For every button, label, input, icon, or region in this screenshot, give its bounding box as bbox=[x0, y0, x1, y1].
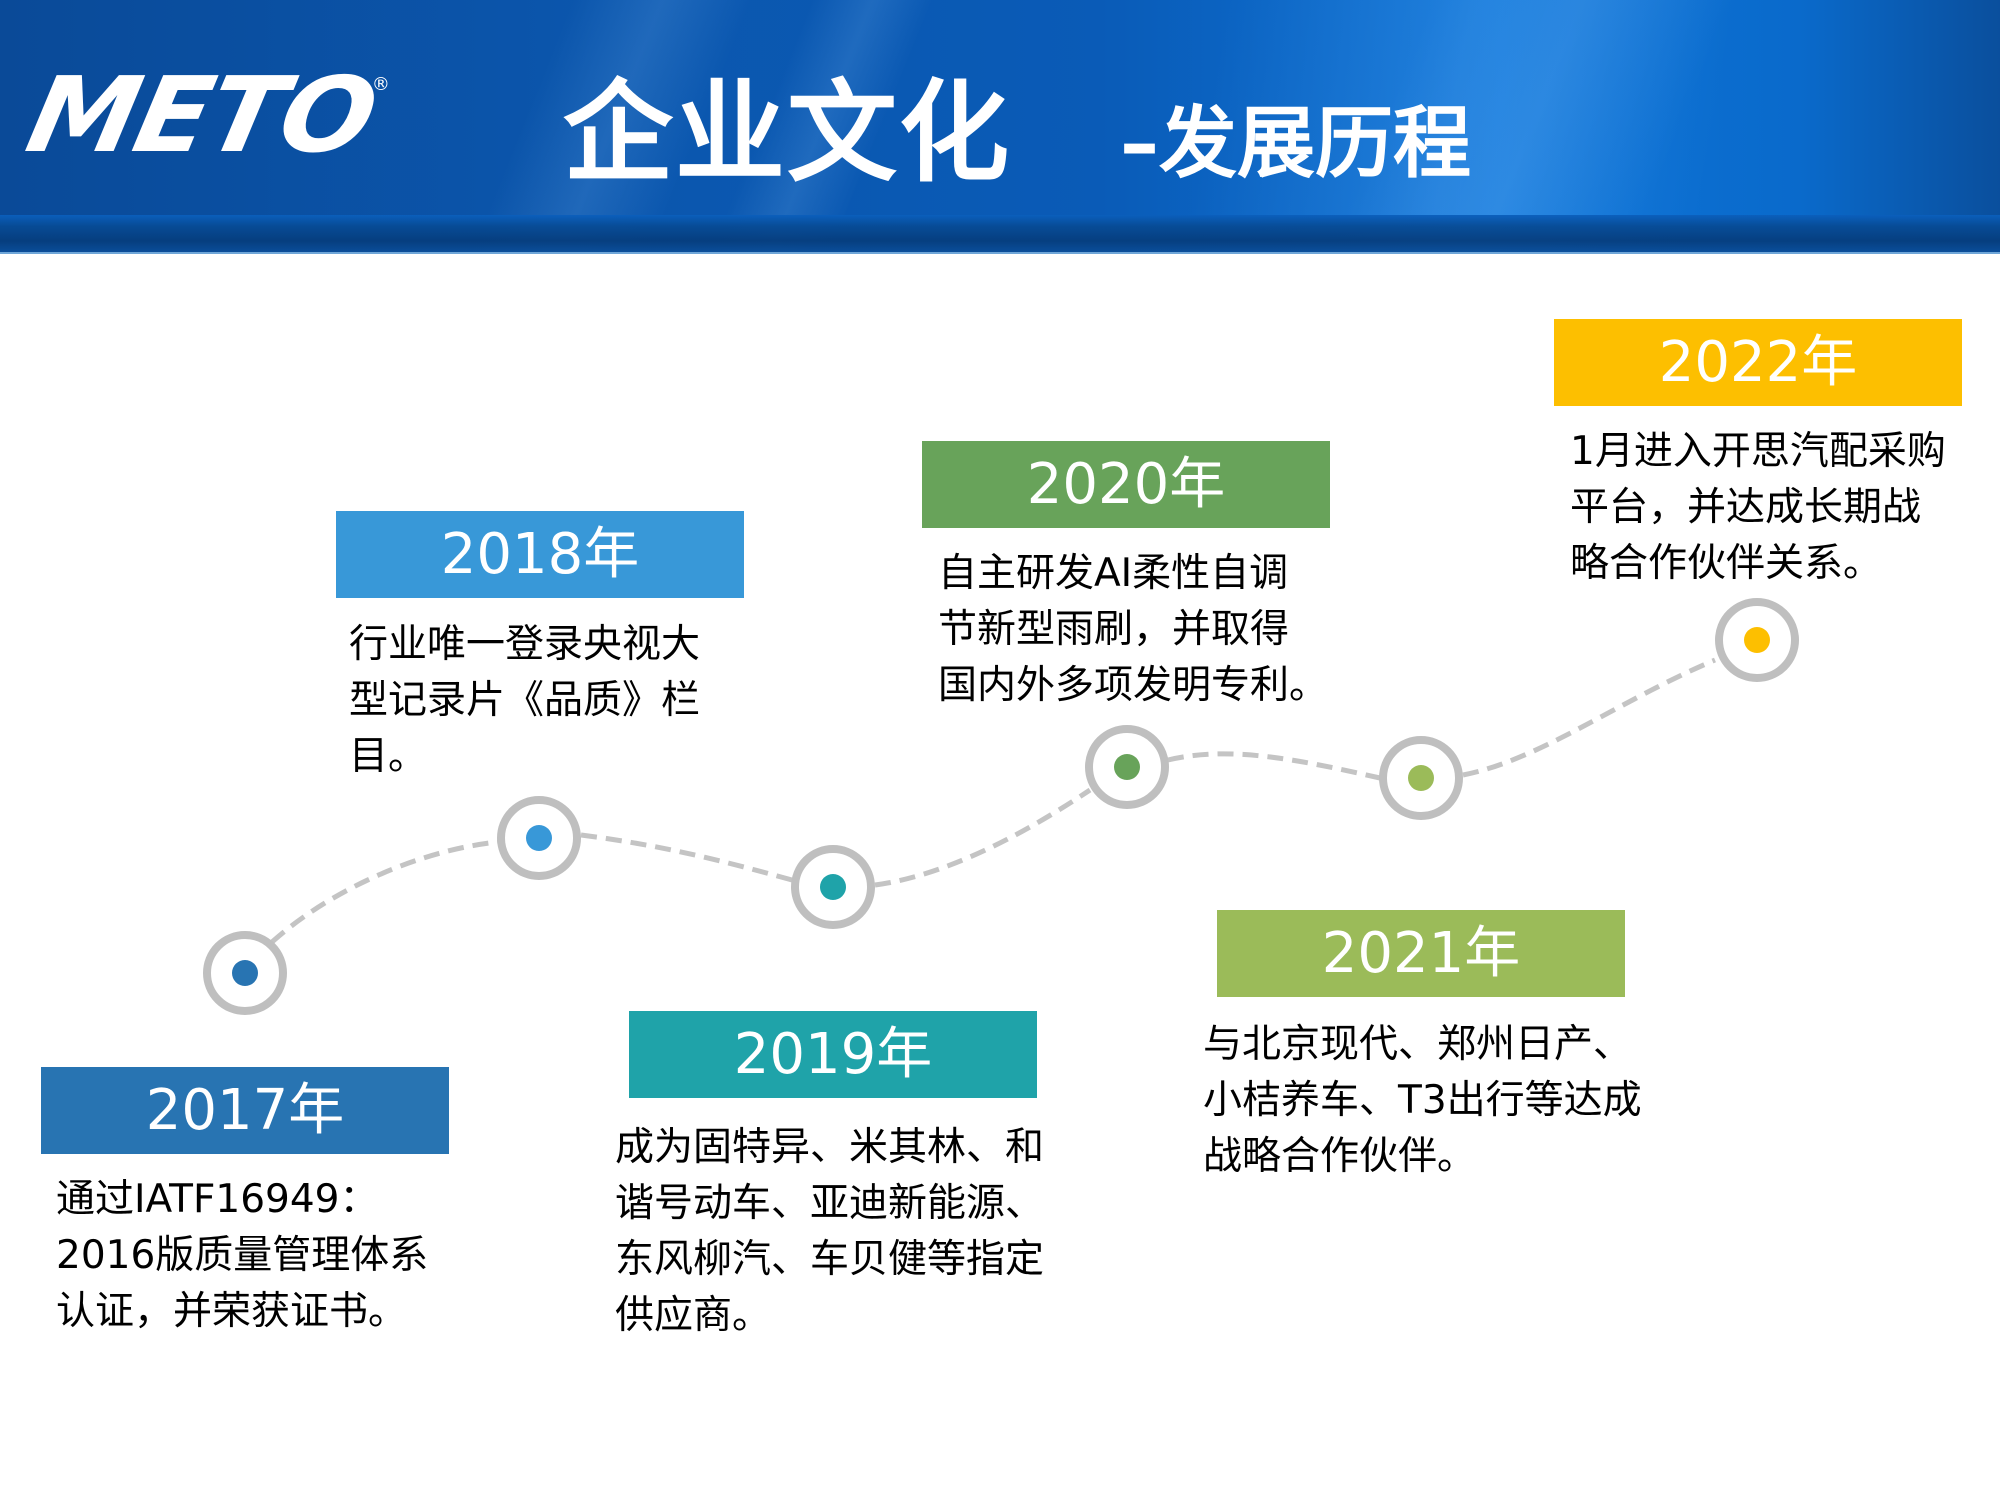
description-line: 型记录片《品质》栏 bbox=[349, 678, 701, 723]
description-line: 节新型雨刷，并取得 bbox=[938, 607, 1290, 652]
description-line: 供应商。 bbox=[615, 1293, 772, 1338]
milestone-description-2018: 行业唯一登录央视大 型记录片《品质》栏 目。 bbox=[349, 617, 700, 785]
year-label-2020: 2020年 bbox=[922, 441, 1330, 528]
year-label-2019: 2019年 bbox=[629, 1011, 1037, 1098]
timeline-node-2021 bbox=[1379, 736, 1463, 820]
description-line: 谐号动车、亚迪新能源、 bbox=[615, 1181, 1045, 1226]
timeline-node-2022 bbox=[1715, 598, 1799, 682]
description-line: 与北京现代、郑州日产、 bbox=[1203, 1022, 1633, 1067]
description-line: 略合作伙伴关系。 bbox=[1570, 541, 1883, 586]
timeline-node-2019 bbox=[791, 845, 875, 929]
description-line: 战略合作伙伴。 bbox=[1203, 1134, 1477, 1179]
description-line: 目。 bbox=[349, 734, 428, 779]
year-label-2022: 2022年 bbox=[1554, 319, 1962, 406]
node-dot-icon bbox=[232, 960, 258, 986]
description-line: 通过IATF16949： bbox=[56, 1177, 379, 1222]
header-banner: METO ® 企业文化 –发展历程 bbox=[0, 0, 2000, 254]
node-dot-icon bbox=[820, 874, 846, 900]
page-title: 企业文化 bbox=[563, 69, 1011, 197]
timeline-node-2017 bbox=[203, 931, 287, 1015]
milestone-description-2020: 自主研发AI柔性自调 节新型雨刷，并取得 国内外多项发明专利。 bbox=[938, 546, 1328, 714]
description-line: 国内外多项发明专利。 bbox=[938, 663, 1329, 708]
description-line: 小桔养车、T3出行等达成 bbox=[1203, 1078, 1642, 1123]
timeline-node-2018 bbox=[497, 796, 581, 880]
description-line: 1月进入开思汽配采购 bbox=[1570, 429, 1946, 474]
page-subtitle: –发展历程 bbox=[1120, 99, 1472, 189]
description-line: 行业唯一登录央视大 bbox=[349, 622, 701, 667]
meto-logo: METO ® bbox=[17, 54, 390, 176]
registered-mark-icon: ® bbox=[371, 74, 390, 95]
milestone-description-2022: 1月进入开思汽配采购 平台，并达成长期战 略合作伙伴关系。 bbox=[1570, 424, 1946, 592]
year-label-2021: 2021年 bbox=[1217, 910, 1625, 997]
description-line: 2016版质量管理体系 bbox=[56, 1233, 429, 1278]
description-line: 认证，并荣获证书。 bbox=[56, 1289, 408, 1334]
year-label-2017: 2017年 bbox=[41, 1067, 449, 1154]
year-label-2018: 2018年 bbox=[336, 511, 744, 598]
description-line: 成为固特异、米其林、和 bbox=[615, 1125, 1045, 1170]
description-line: 自主研发AI柔性自调 bbox=[938, 551, 1289, 596]
node-dot-icon bbox=[1114, 754, 1140, 780]
milestone-description-2019: 成为固特异、米其林、和 谐号动车、亚迪新能源、 东风柳汽、车贝健等指定 供应商。 bbox=[615, 1120, 1044, 1344]
description-line: 平台，并达成长期战 bbox=[1570, 485, 1922, 530]
milestone-description-2017: 通过IATF16949： 2016版质量管理体系 认证，并荣获证书。 bbox=[56, 1172, 428, 1340]
node-dot-icon bbox=[526, 825, 552, 851]
node-dot-icon bbox=[1408, 765, 1434, 791]
timeline-node-2020 bbox=[1085, 725, 1169, 809]
description-line: 东风柳汽、车贝健等指定 bbox=[615, 1237, 1045, 1282]
header-divider bbox=[0, 252, 2000, 254]
header-bottom-band bbox=[0, 215, 2000, 252]
milestone-description-2021: 与北京现代、郑州日产、 小桔养车、T3出行等达成 战略合作伙伴。 bbox=[1203, 1017, 1642, 1185]
node-dot-icon bbox=[1744, 627, 1770, 653]
